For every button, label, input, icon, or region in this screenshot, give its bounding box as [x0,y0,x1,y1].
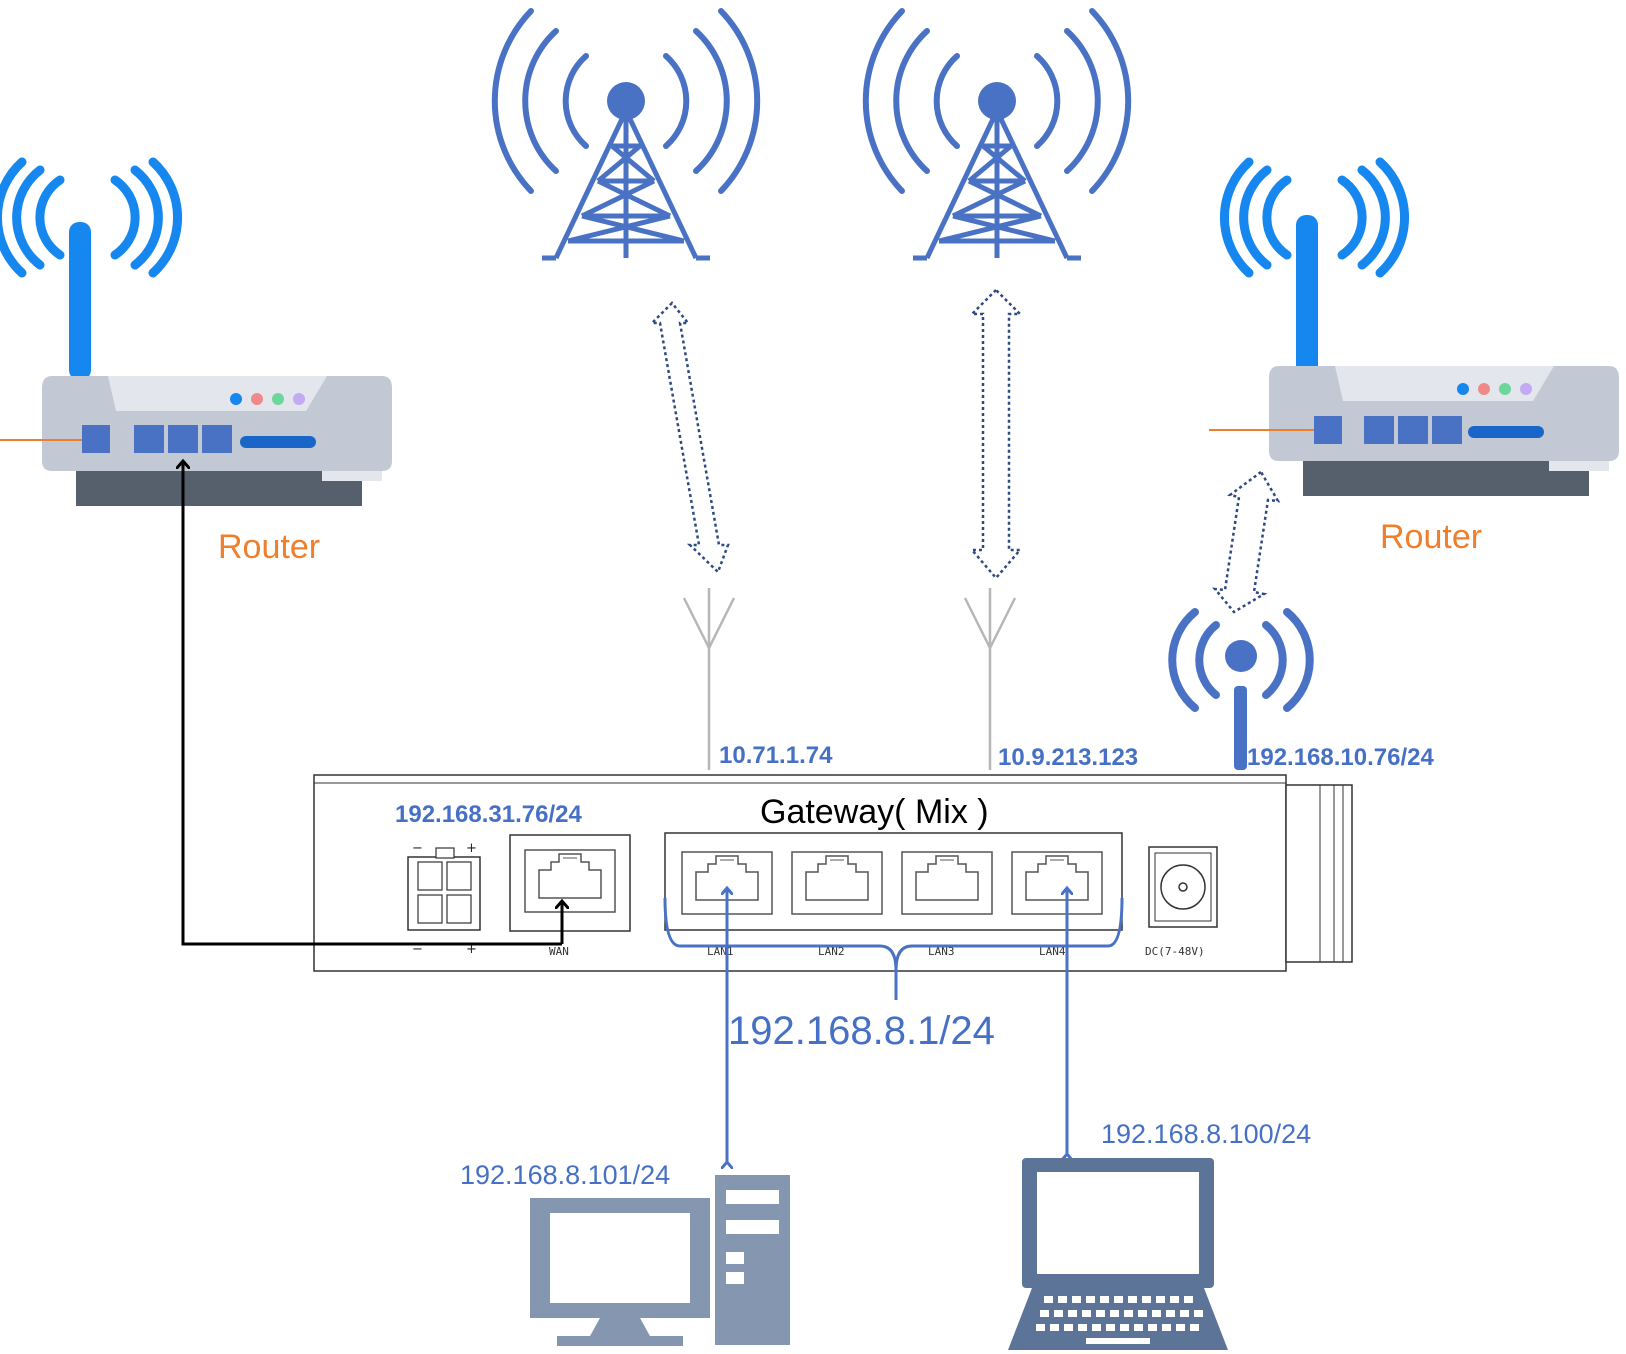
dc-power-jack: DC(7-48V) [1145,846,1218,958]
wifi-antenna-icon [1168,608,1314,770]
svg-text:+: + [466,841,477,856]
router-right-label: Router [1380,518,1482,556]
desktop-ip: 192.168.8.101/24 [460,1160,670,1190]
wan-ip: 192.168.31.76/24 [395,801,582,828]
lan2-label: LAN2 [818,945,845,958]
svg-text:−: − [412,841,423,856]
antenna-icon [682,588,736,770]
cellular1-ip: 10.71.1.74 [719,742,833,769]
cell-tower-icon [866,11,1128,258]
desktop-computer-icon [530,1175,790,1346]
lan2-port [791,851,883,915]
dc-label: DC(7-48V) [1145,945,1205,958]
antenna-icon [963,588,1017,770]
svg-text:+: + [466,942,477,957]
lan3-port [901,851,993,915]
lan-ports: LAN1 LAN2 LAN3 LAN4 [664,832,1123,958]
wifi-signal-icon [0,157,183,278]
gateway-device: − + − + WAN LAN1 LAN2 LAN3 LAN4 [313,774,1353,972]
router-left-label: Router [218,528,320,566]
cellular-link-2 [968,288,1024,580]
laptop-icon [1008,1158,1228,1350]
antenna-icon [1296,215,1318,375]
wifi-signal-icon [1219,157,1410,278]
router-left: Router [0,157,392,566]
lan4-port [1011,851,1103,915]
gateway-title: Gateway( Mix ) [760,793,989,831]
cellular-link-1 [648,301,730,575]
lan4-label: LAN4 [1039,945,1066,958]
antenna-icon [69,222,91,380]
wan-port: WAN [509,834,631,958]
wifi-ip: 192.168.10.76/24 [1247,744,1434,771]
lan3-label: LAN3 [928,945,955,958]
power-connector: − + − + [407,841,481,957]
cell-tower-icon [495,11,757,258]
lan-ip: 192.168.8.1/24 [728,1009,995,1053]
router-right: Router [1209,157,1619,556]
svg-text:−: − [412,942,423,957]
wan-cable [183,462,562,946]
laptop-ip: 192.168.8.100/24 [1101,1119,1311,1149]
wifi-link [1212,470,1281,614]
wan-port-label: WAN [549,945,569,958]
cellular2-ip: 10.9.213.123 [998,744,1138,771]
